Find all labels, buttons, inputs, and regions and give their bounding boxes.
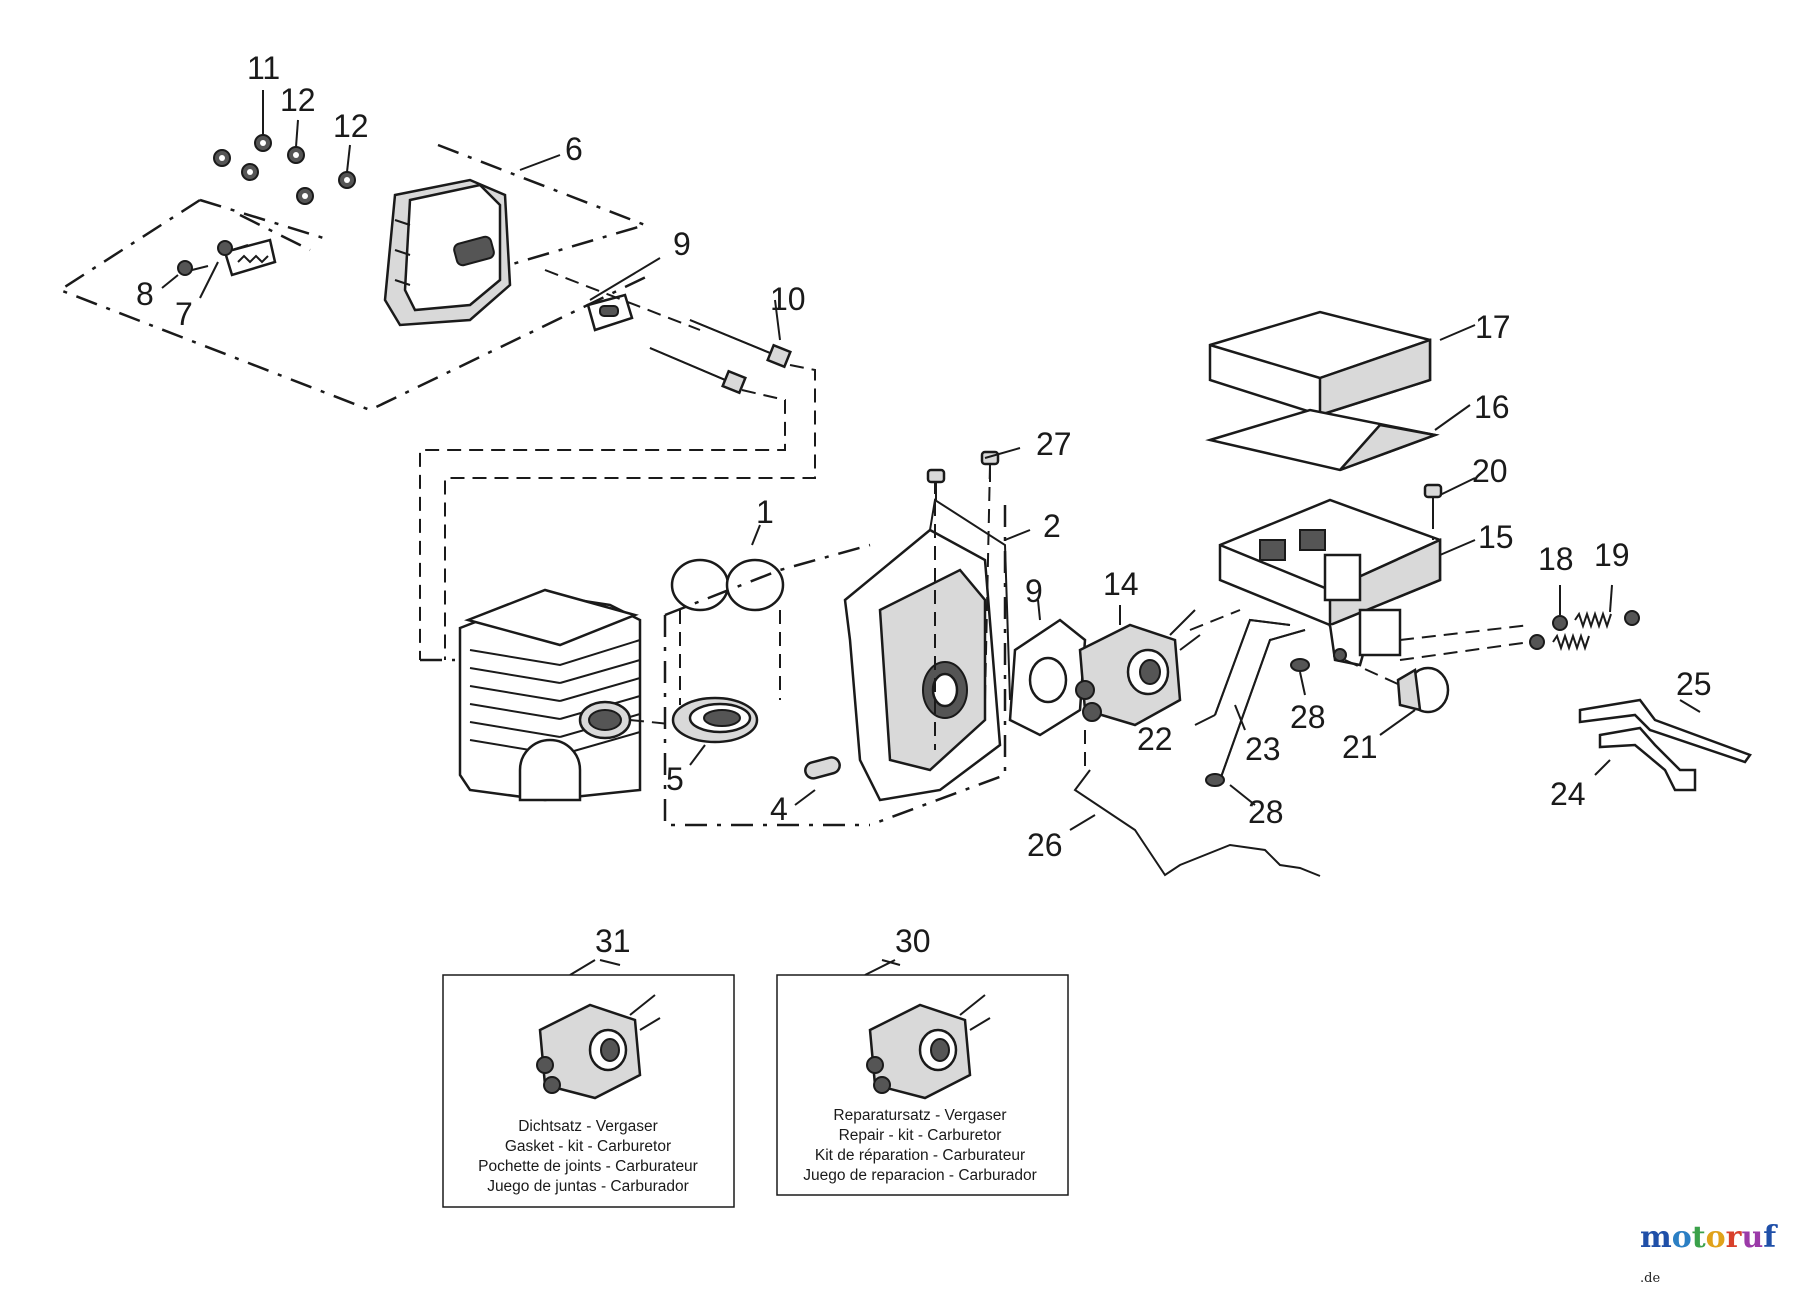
part-label: 6: [565, 131, 583, 167]
fuel-tubes: [1214, 618, 1306, 781]
part-label: 28: [1290, 699, 1326, 735]
leader-lines: [161, 90, 1701, 966]
kit-desc-line: Dichtsatz - Vergaser: [518, 1118, 658, 1135]
kit-desc-line: Juego de juntas - Carburador: [487, 1178, 689, 1195]
carburetor-part: [1075, 609, 1241, 770]
kit-number: 30: [895, 923, 931, 959]
screws-and-screen: [177, 238, 277, 277]
part-label: 8: [136, 276, 154, 312]
part-label: 28: [1248, 794, 1284, 830]
kit-desc-line: Reparatursatz - Vergaser: [833, 1107, 1006, 1124]
nuts-washers: [213, 134, 356, 205]
part-label: 9: [1025, 573, 1043, 609]
watermark-letter: o: [1671, 1220, 1692, 1255]
part-label: 15: [1478, 519, 1514, 555]
bracket-screws: [926, 450, 1000, 500]
watermark-domain: .de: [1640, 1271, 1661, 1286]
part-label: 16: [1474, 389, 1510, 425]
part-label: 21: [1342, 729, 1378, 765]
part-label: 4: [770, 791, 788, 827]
pin-part: [804, 756, 841, 780]
kit-carburetor-illustration: [536, 994, 661, 1100]
intake-boot: [671, 696, 759, 744]
watermark-letter: m: [1640, 1220, 1672, 1255]
part-label: 14: [1103, 566, 1139, 602]
watermark-letter: t: [1691, 1220, 1706, 1255]
kit-desc-line: Pochette de joints - Carburateur: [478, 1158, 698, 1175]
watermark-letter: r: [1725, 1220, 1742, 1255]
kit-desc-line: Kit de réparation - Carburateur: [815, 1147, 1025, 1164]
cylinder-part: [420, 588, 681, 802]
kit-30: 30 Reparatursatz - Vergaser Repair - kit…: [776, 923, 1069, 1196]
watermark-letter: u: [1741, 1220, 1764, 1255]
part-label: 9: [673, 226, 691, 262]
part-label: 7: [175, 296, 193, 332]
part-label: 26: [1027, 827, 1063, 863]
part-label: 11: [247, 50, 280, 86]
watermark-letter: f: [1763, 1220, 1777, 1255]
part-label: 19: [1594, 537, 1630, 573]
kit-desc-line: Juego de reparacion - Carburador: [803, 1167, 1037, 1184]
part-label: 18: [1538, 541, 1574, 577]
exhaust-gasket: [586, 293, 634, 332]
o-rings: [670, 558, 785, 612]
muffler-bolts: [649, 319, 792, 395]
muffler-part: [383, 178, 512, 327]
kit-desc-line: Gasket - kit - Carburetor: [505, 1138, 671, 1155]
part-number-labels: 6 7 8 9 10 11 12 12 1 2 27 9 5 4 14 22 2…: [136, 50, 1712, 863]
part-label: 24: [1550, 776, 1586, 812]
exploded-parts-diagram: 6 7 8 9 10 11 12 12 1 2 27 9 5 4 14 22 2…: [57, 50, 1752, 1208]
filter-gasket: [1205, 408, 1440, 472]
airbox-screw: [1423, 483, 1443, 540]
kit-carburetor-illustration: [866, 994, 991, 1100]
choke-rod: [1073, 769, 1321, 877]
part-label: 25: [1676, 666, 1712, 702]
air-filter: [1208, 310, 1432, 417]
part-label: 5: [666, 761, 684, 797]
part-label: 1: [756, 494, 774, 530]
carburetor-gasket: [1008, 618, 1087, 737]
watermark-letter: o: [1705, 1220, 1726, 1255]
watermark-logo: motoruf .de: [1640, 1220, 1790, 1286]
kit-desc-line: Repair - kit - Carburetor: [839, 1127, 1002, 1144]
part-label: 17: [1475, 309, 1511, 345]
kit-number: 31: [595, 923, 631, 959]
part-label: 27: [1036, 426, 1072, 462]
part-label: 23: [1245, 731, 1281, 767]
springs-washers: [1399, 610, 1640, 661]
tube-clips: [1205, 658, 1310, 787]
part-label: 10: [770, 281, 806, 317]
kit-31: 31 Dichtsatz - Vergaser Gasket - kit - C…: [442, 923, 735, 1208]
intake-bracket: [843, 464, 1011, 827]
muffler-group: [57, 134, 816, 660]
air-box: [1218, 498, 1442, 667]
part-label: 20: [1472, 453, 1508, 489]
part-label: 2: [1043, 508, 1061, 544]
part-label: 12: [333, 108, 369, 144]
primer-bulb: [1344, 659, 1450, 714]
part-label: 22: [1137, 721, 1173, 757]
throttle-levers: [1578, 698, 1752, 792]
part-label: 12: [280, 82, 316, 118]
